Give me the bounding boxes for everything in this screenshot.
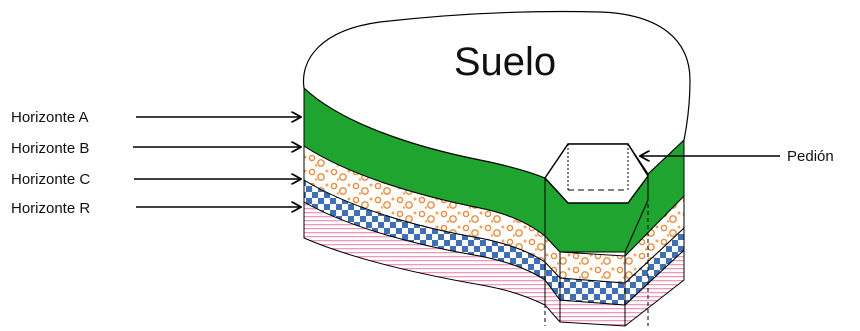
horizon-b-label: Horizonte B	[11, 140, 89, 157]
horizon-r-annotation: Horizonte R	[11, 200, 300, 217]
horizon-a-annotation: Horizonte A	[11, 109, 300, 126]
horizon-b-annotation: Horizonte B	[11, 140, 300, 157]
pedion-label: Pedión	[787, 148, 834, 165]
horizon-a-label: Horizonte A	[11, 109, 89, 126]
horizon-c-label: Horizonte C	[11, 171, 90, 188]
horizon-c-annotation: Horizonte C	[11, 171, 300, 188]
horizon-r-label: Horizonte R	[11, 200, 90, 217]
diagram-title: Suelo	[454, 40, 556, 84]
